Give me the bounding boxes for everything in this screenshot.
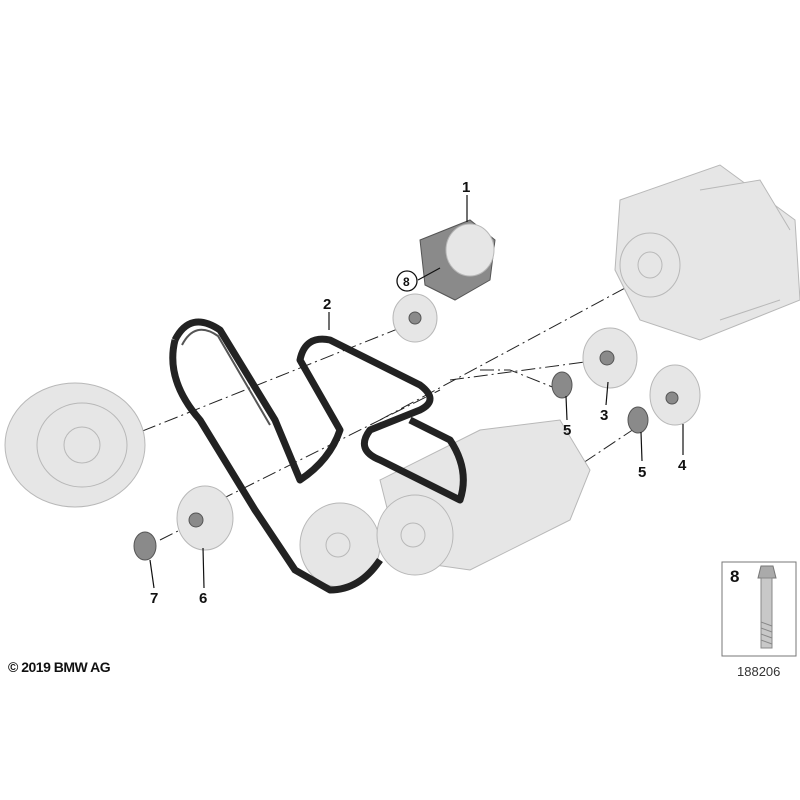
callout-5a: 5: [563, 422, 571, 439]
dust-cap-5a: [551, 371, 573, 399]
callout-6: 6: [199, 590, 207, 607]
callout-4: 4: [678, 457, 687, 474]
axis-line: [119, 319, 421, 441]
dust-cap-5b: [627, 406, 649, 434]
axis-line: [449, 359, 601, 381]
crankshaft-pulley: [4, 382, 146, 508]
belt-tensioner: [392, 219, 496, 343]
callout-7: 7: [150, 590, 158, 607]
copyright-notice: © 2019 BMW AG: [8, 659, 111, 675]
callout-5b: 5: [638, 464, 646, 481]
diagram-number: 188206: [737, 664, 781, 679]
dust-cap-7: [133, 531, 157, 561]
inset-label: 8: [730, 567, 739, 586]
callout-2: 2: [323, 296, 331, 313]
callout-circle-8: [396, 270, 418, 292]
callout-8: 8: [403, 275, 410, 289]
guide-pulley-6: [176, 485, 234, 551]
ribbed-v-belt: [169, 318, 467, 594]
callout-1: 1: [462, 179, 470, 196]
callout-3: 3: [600, 407, 608, 424]
idler-pulley-3: [582, 327, 638, 389]
ac-compressor: [299, 419, 591, 588]
guide-pulley-4: [649, 364, 701, 426]
axis-line: [480, 369, 561, 391]
axis-line: [379, 279, 641, 421]
inset-bolt-8: 8: [721, 561, 797, 657]
alternator: [614, 164, 800, 341]
